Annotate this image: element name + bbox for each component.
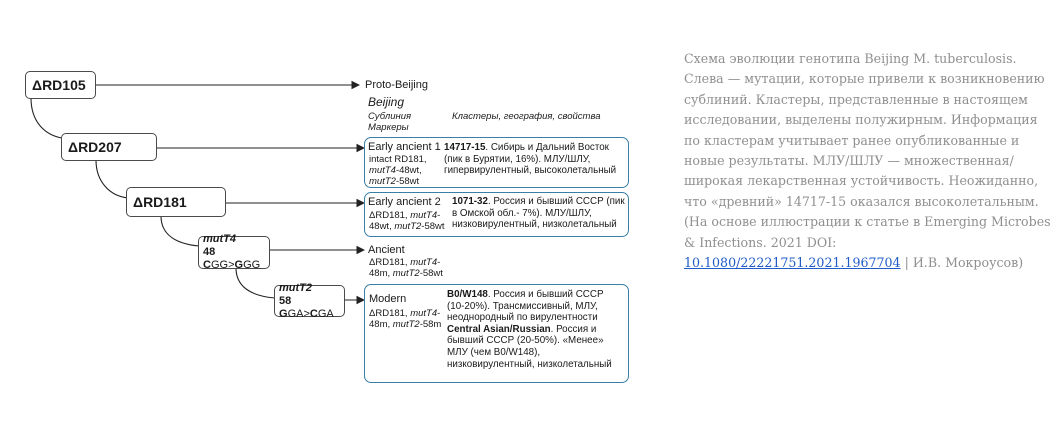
phylogeny-diagram: ΔRD105 ΔRD207 ΔRD181 mutT4 48 CGG>GGG mu… [25,71,629,383]
caption-text: Схема эволюции генотипа Beijing M. tuber… [684,51,1051,250]
early2-markers: ΔRD181, mutT4- 48wt, mutT2-58wt [369,210,445,232]
node-mutT4-name: mutT4 [203,233,236,245]
node-rd207: ΔRD207 [61,133,157,161]
node-mutT4-mutation: 48 CGG>GGG [203,246,261,271]
cluster-box-early1 [364,137,629,188]
node-rd105: ΔRD105 [25,71,96,99]
early1-name: Early ancient 1 [368,141,441,153]
caption-credit: | И.В. Мокроусов) [900,255,1024,271]
node-rd207-label: ΔRD207 [68,139,122,155]
tree-connectors [30,80,366,305]
modern-markers: ΔRD181, mutT4- 48m, mutT2-58m [369,308,442,330]
curve-rd207-rd181 [95,159,129,199]
curve-rd105-rd207 [30,97,63,139]
node-rd181: ΔRD181 [126,187,226,217]
sublineage-heading: Сублиния [368,111,412,122]
cluster-box-modern [364,284,629,383]
cluster-box-early2 [364,192,629,237]
markers-heading: Маркеры [368,122,409,133]
early2-name: Early ancient 2 [368,196,441,208]
ancient-markers: ΔRD181, mutT4- 48m, mutT2-58wt [369,257,443,279]
curve-mutT4-mutT2 [235,267,276,299]
clusters-heading: Кластеры, география, свойства [452,111,601,122]
node-mutT4: mutT4 48 CGG>GGG [198,233,270,271]
doi-link[interactable]: 10.1080/22221751.2021.1967704 [684,255,901,271]
node-mutT2-mutation: 58 GGA>CGA [279,294,334,320]
cluster-1071-32-text: 1071-32. Россия и бывший СССР (пик в Омс… [452,196,625,231]
curve-rd181-mutT4 [160,215,200,247]
early1-markers: intact RD181, mutT4-48wt, mutT2-58wt [369,154,427,187]
proto-beijing-label: Proto-Beijing [365,79,428,91]
ancient-name: Ancient [368,244,405,256]
node-rd181-label: ΔRD181 [133,194,187,210]
node-rd105-label: ΔRD105 [32,77,86,93]
node-mutT2: mutT2 58 GGA>CGA [274,281,345,320]
modern-name: Modern [369,293,407,305]
cluster-modern-text: B0/W148. Россия и бывший СССР (10-20%). … [447,289,612,370]
node-mutT2-name: mutT2 [279,281,312,294]
beijing-heading: Beijing [368,95,405,109]
figure-caption: Схема эволюции генотипа Beijing M. tuber… [684,49,1056,273]
cluster-14717-15-text: 14717-15. Сибирь и Дальний Восток (пик в… [444,142,617,177]
